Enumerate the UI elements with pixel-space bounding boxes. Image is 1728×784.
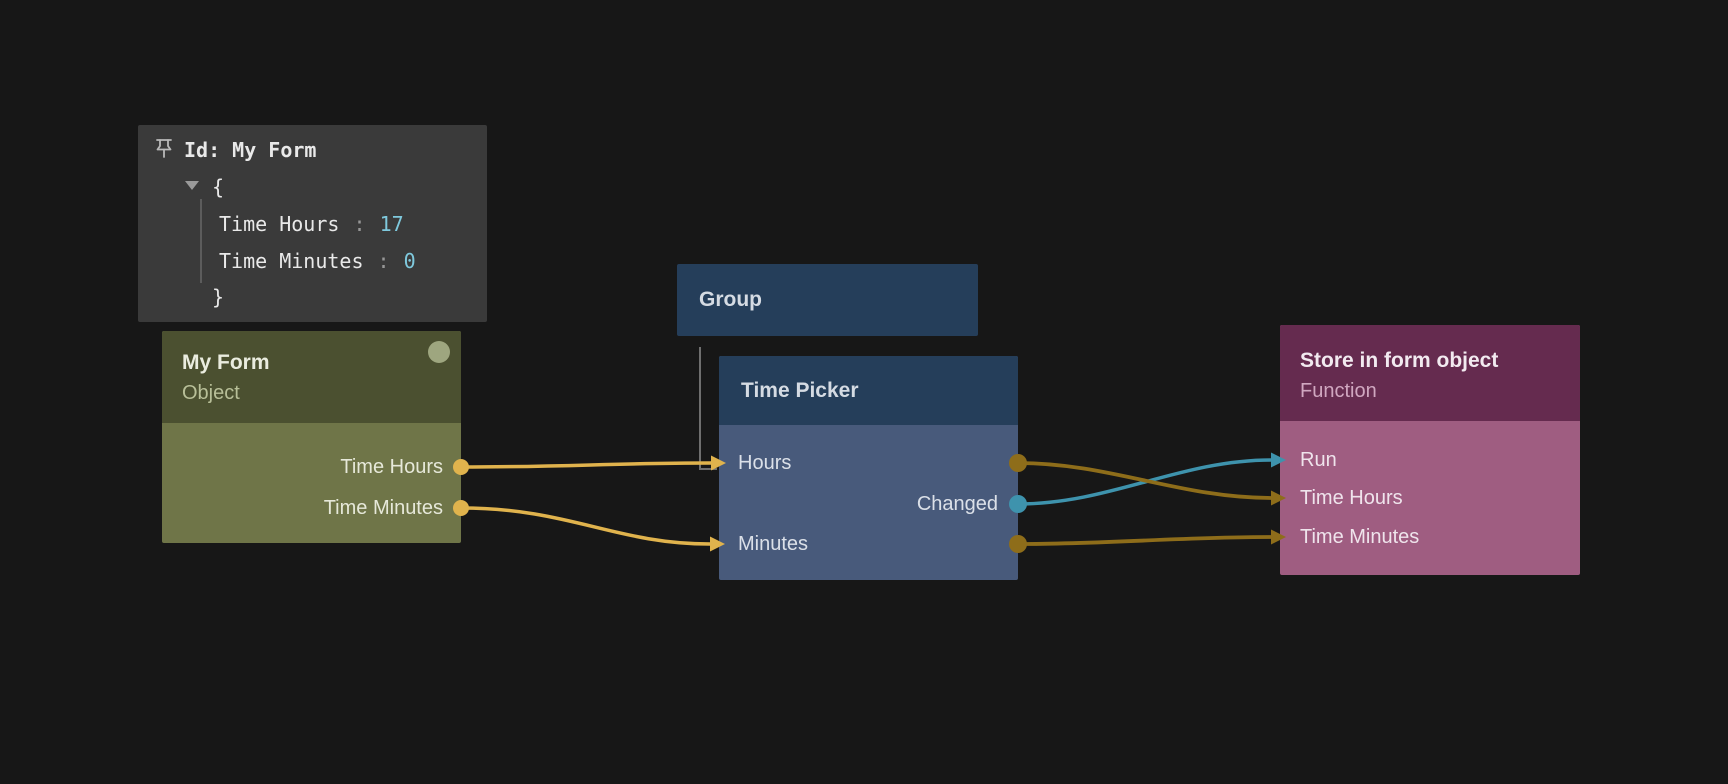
input-port-hours[interactable]: Hours bbox=[738, 452, 792, 474]
input-port-time-hours[interactable]: Time Hours bbox=[1300, 487, 1403, 509]
wire-time-hours-to-hours[interactable] bbox=[460, 461, 712, 469]
port-dot-my-form-time-minutes[interactable] bbox=[453, 500, 469, 516]
output-port-changed[interactable]: Changed bbox=[916, 493, 998, 515]
tooltip-field: Time Minutes : 0 bbox=[219, 248, 416, 274]
port-dot-time-picker-minutes-out[interactable] bbox=[1009, 535, 1027, 553]
tooltip-field-name: Time Minutes bbox=[219, 249, 364, 273]
tooltip-tree-line bbox=[200, 199, 202, 283]
debug-tooltip-panel[interactable]: Id: My Form { Time Hours : 17 Time Minut… bbox=[138, 125, 487, 322]
tooltip-field-separator: : bbox=[377, 249, 390, 273]
wire-hours-to-time-hours[interactable] bbox=[1017, 461, 1272, 500]
tooltip-field-value: 0 bbox=[403, 249, 416, 273]
wire-minutes-to-time-minutes[interactable] bbox=[1017, 535, 1272, 546]
tooltip-open-brace: { bbox=[212, 175, 225, 199]
tooltip-field-separator: : bbox=[353, 212, 366, 236]
node-my-form-header[interactable]: My Form Object bbox=[162, 331, 461, 423]
node-title: Store in form object bbox=[1300, 349, 1499, 372]
node-group[interactable]: Group bbox=[677, 264, 978, 336]
node-subtitle: Function bbox=[1300, 380, 1377, 402]
port-dot-my-form-time-hours[interactable] bbox=[453, 459, 469, 475]
port-dot-time-picker-hours-out[interactable] bbox=[1009, 454, 1027, 472]
node-title: My Form bbox=[182, 351, 270, 374]
input-port-time-minutes[interactable]: Time Minutes bbox=[1300, 526, 1420, 548]
node-subtitle: Object bbox=[182, 382, 240, 404]
wire-time-minutes-to-minutes[interactable] bbox=[460, 506, 711, 546]
tooltip-field-value: 17 bbox=[379, 212, 404, 236]
tooltip-close-brace: } bbox=[212, 285, 225, 309]
output-port-time-minutes[interactable]: Time Minutes bbox=[323, 497, 443, 519]
node-my-form[interactable]: My Form Object Time Hours Time Minutes bbox=[162, 331, 461, 543]
tooltip-id-label: Id: My Form bbox=[184, 138, 317, 162]
node-store-in-form-object[interactable]: Store in form object Function Run Time H… bbox=[1280, 325, 1580, 575]
node-status-dot bbox=[428, 341, 450, 363]
tooltip-field: Time Hours : 17 bbox=[219, 211, 404, 237]
port-dot-time-picker-changed[interactable] bbox=[1009, 495, 1027, 513]
node-title: Group bbox=[699, 288, 762, 311]
input-port-minutes[interactable]: Minutes bbox=[738, 533, 809, 555]
node-time-picker[interactable]: Time Picker Hours Changed Minutes bbox=[719, 356, 1018, 580]
pin-icon[interactable] bbox=[152, 137, 176, 161]
node-store-header[interactable]: Store in form object Function bbox=[1280, 325, 1580, 421]
group-child-connector-line bbox=[699, 347, 717, 470]
collapse-caret-icon[interactable] bbox=[185, 181, 199, 190]
input-port-run[interactable]: Run bbox=[1300, 449, 1337, 471]
output-port-time-hours[interactable]: Time Hours bbox=[340, 456, 443, 478]
node-title: Time Picker bbox=[741, 378, 859, 402]
tooltip-field-name: Time Hours bbox=[219, 212, 340, 236]
node-time-picker-header[interactable]: Time Picker bbox=[719, 356, 1018, 425]
